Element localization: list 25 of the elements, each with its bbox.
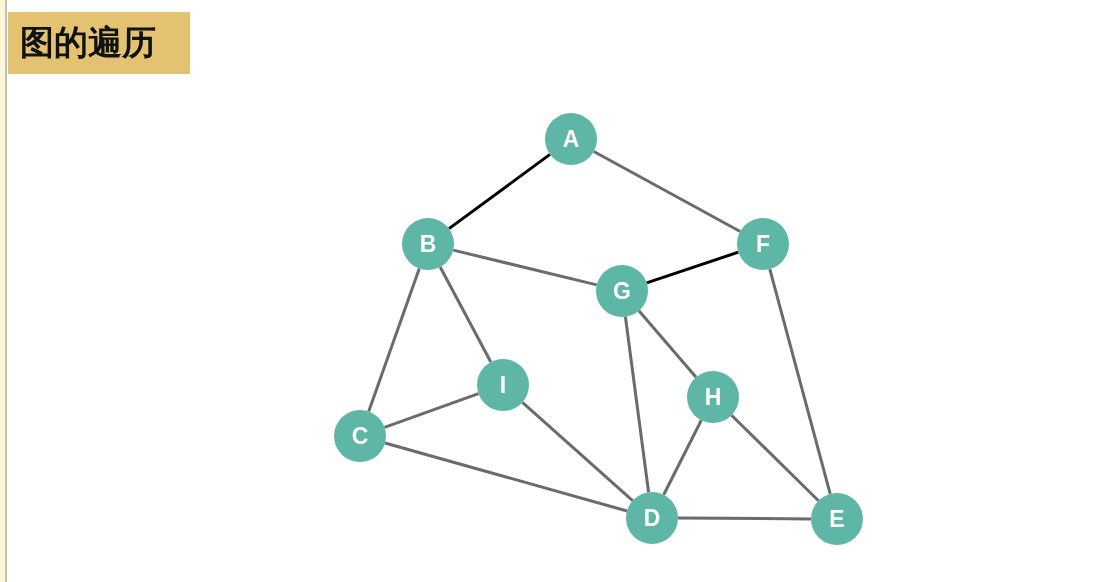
graph-edge [768, 268, 832, 495]
graph-vertex: F [737, 218, 789, 270]
graph-vertex: E [811, 493, 863, 545]
graph-edge [384, 441, 628, 513]
graph-edge [452, 248, 598, 287]
graph-edge [448, 153, 551, 230]
graph-edge [384, 392, 479, 429]
graph-edge [593, 150, 741, 233]
graph-edge [646, 250, 739, 285]
graph-edge [521, 401, 634, 502]
graph-edge [662, 419, 703, 496]
graph-edge [367, 268, 421, 412]
graph-edge [730, 414, 820, 502]
title-banner: 图的遍历 [8, 12, 190, 74]
graph-vertex: D [626, 492, 678, 544]
graph-edge [623, 316, 651, 493]
graph-vertex: A [545, 113, 597, 165]
graph-edge [678, 516, 811, 521]
graph-vertex: B [402, 218, 454, 270]
graph-vertex: I [477, 359, 529, 411]
graph-edge [637, 309, 698, 379]
graph-vertex: G [596, 265, 648, 317]
graph-vertex: H [687, 371, 739, 423]
graph-edge [438, 266, 493, 363]
graph-vertex: C [334, 410, 386, 462]
